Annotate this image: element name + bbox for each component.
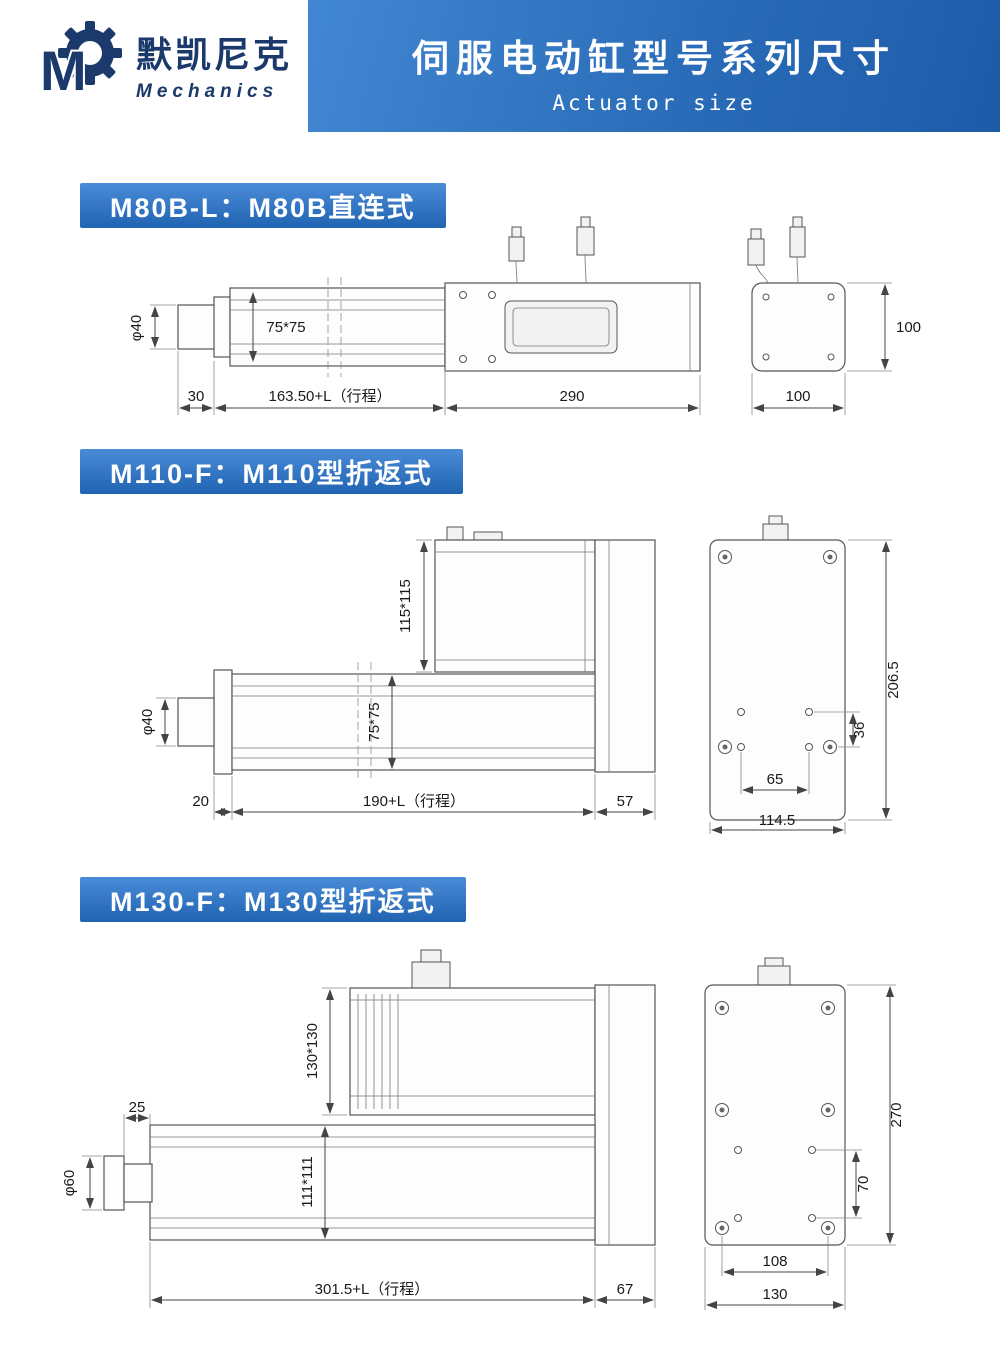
m80b-side-view <box>177 216 701 377</box>
m130-dimensions: 130*130 φ60 25 111*111 301.5+L（行程） 67 70… <box>61 984 905 1310</box>
logo-name-en: Mechanics <box>136 81 279 102</box>
dim-rod-diameter: φ60 <box>61 1170 78 1196</box>
cable-connectors <box>508 216 595 284</box>
dim-motor-section: 115*115 <box>397 579 414 633</box>
page-title: 伺服电动缸型号系列尺寸 <box>412 38 896 79</box>
dim-flange-thickness: 20 <box>192 793 209 810</box>
m80b-end-view <box>747 216 846 372</box>
gear-logo-icon: M <box>40 21 122 98</box>
dim-rod-diameter: φ40 <box>128 315 145 341</box>
company-logo: M 默凯尼克 Mechanics <box>40 20 292 103</box>
section-title-m130: M130-F：M130型折返式 <box>80 877 466 922</box>
m110-rear-view <box>709 515 846 821</box>
dim-hole-spacing-36: 36 <box>851 722 868 739</box>
logo-text: 默凯尼克 Mechanics <box>136 26 292 103</box>
dim-housing-length: 290 <box>559 388 584 405</box>
m130-rear-view <box>704 957 846 1246</box>
dim-rear-height: 270 <box>888 1102 905 1127</box>
dim-stroke-length: 301.5+L（行程） <box>315 1281 430 1298</box>
dim-body-section: 111*111 <box>299 1156 316 1207</box>
mounting-screws <box>715 1001 835 1235</box>
dim-plate-width: 67 <box>617 1281 634 1298</box>
dim-plate-width: 57 <box>617 793 634 810</box>
dim-rod-extension: 30 <box>188 388 205 405</box>
dim-end-width: 100 <box>785 388 810 405</box>
dim-stroke-length: 190+L（行程） <box>363 793 465 810</box>
dim-rod-diameter: φ40 <box>139 709 156 735</box>
dim-motor-section: 130*130 <box>304 1023 321 1079</box>
section-title-m80b: M80B-L：M80B直连式 <box>80 183 446 228</box>
page-subtitle: Actuator size <box>552 91 756 115</box>
drawing-m130-f: 130*130 φ60 25 111*111 301.5+L（行程） 67 70… <box>61 949 905 1310</box>
dim-body-section: 75*75 <box>266 319 305 336</box>
dim-rear-width: 130 <box>762 1286 787 1303</box>
dim-rear-height: 206.5 <box>885 661 902 699</box>
logo-letter-m: M <box>40 39 87 98</box>
logo-name-cn: 默凯尼克 <box>136 34 293 75</box>
m80b-dimensions: φ40 75*75 30 163.50+L（行程） 290 100 100 <box>128 282 921 415</box>
drawing-m80b-l: φ40 75*75 30 163.50+L（行程） 290 100 100 <box>128 216 921 415</box>
m110-dimensions: 115*115 φ40 75*75 20 190+L（行程） 57 36 65 … <box>139 539 902 834</box>
dim-stroke-length: 163.50+L（行程） <box>269 388 392 405</box>
title-banner: 伺服电动缸型号系列尺寸 Actuator size <box>308 0 1000 132</box>
drawing-m110-f: 115*115 φ40 75*75 20 190+L（行程） 57 36 65 … <box>139 515 902 834</box>
m110-side-view <box>177 526 656 782</box>
section-title-m110: M110-F：M110型折返式 <box>80 449 463 494</box>
dim-rod-offset: 25 <box>129 1099 146 1116</box>
mounting-screws <box>718 550 837 754</box>
dim-hole-spacing-65: 65 <box>767 771 784 788</box>
cable-connectors <box>747 216 806 284</box>
dim-body-section: 75*75 <box>366 702 383 741</box>
dim-hole-spacing-70: 70 <box>855 1176 872 1193</box>
m130-side-view <box>103 949 656 1246</box>
dim-rear-width: 114.5 <box>759 812 795 829</box>
dim-hole-spacing-108: 108 <box>762 1253 787 1270</box>
dim-end-height: 100 <box>896 319 921 336</box>
